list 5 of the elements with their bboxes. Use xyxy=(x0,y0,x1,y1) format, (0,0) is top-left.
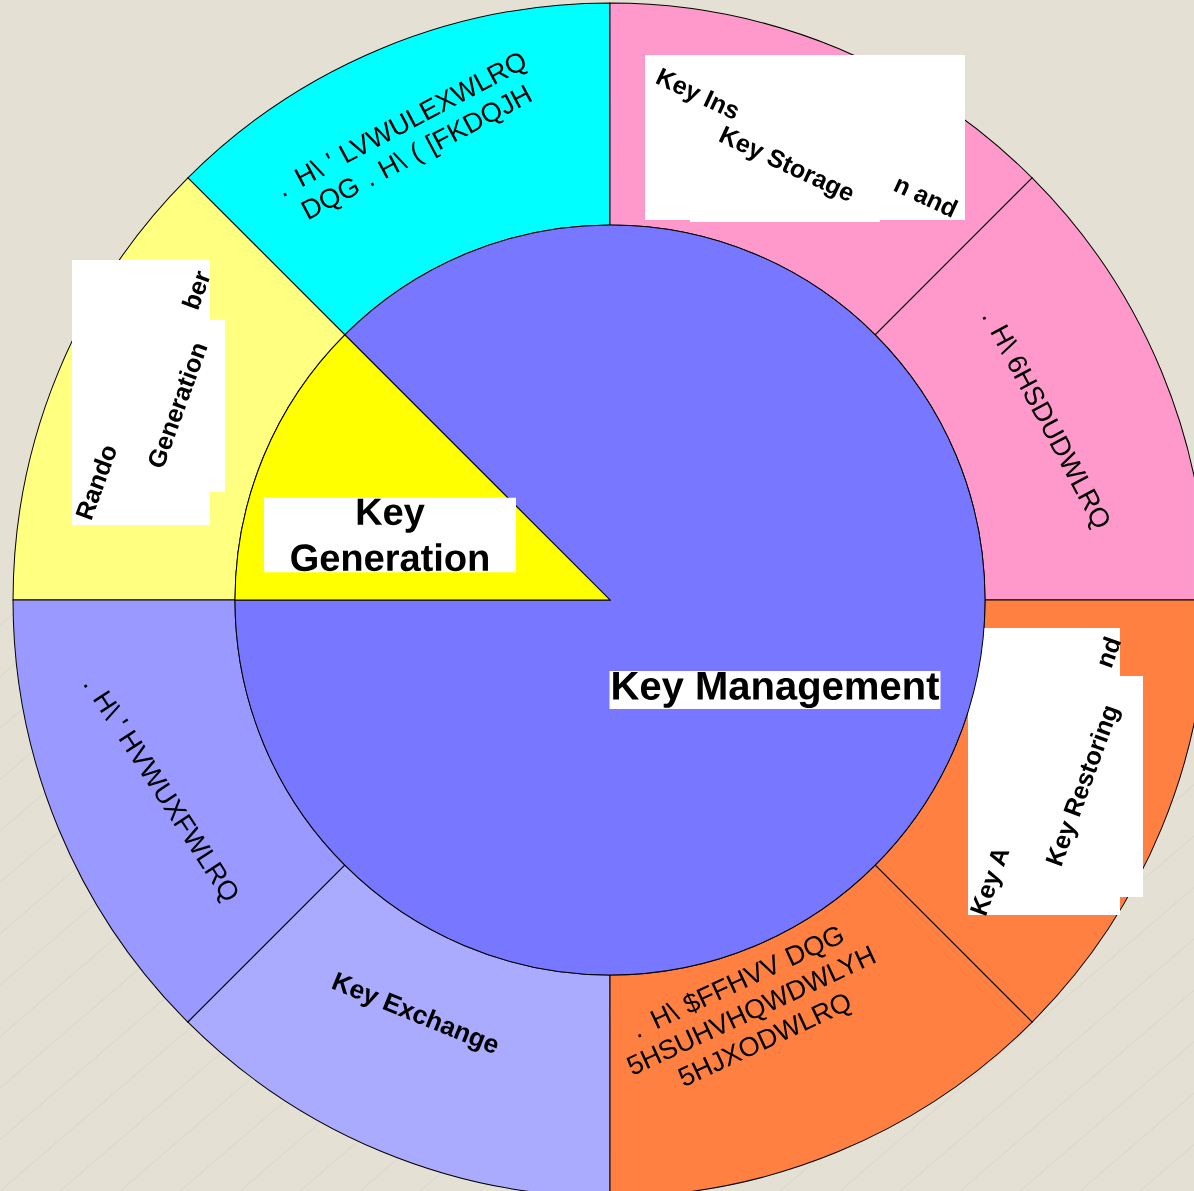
text-fragment: n and xyxy=(893,178,959,218)
text-fragment: Rando xyxy=(75,446,116,520)
text-fragment: nd xyxy=(1099,636,1122,668)
wedge-segment: Key Generation xyxy=(234,334,611,601)
text-fragment: Key Ins xyxy=(655,67,738,119)
